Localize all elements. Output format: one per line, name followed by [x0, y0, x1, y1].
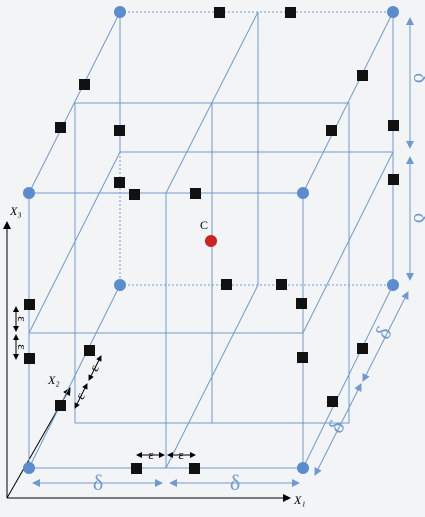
- square-point: [129, 189, 140, 200]
- square-point: [55, 400, 66, 411]
- x2-axis-label: X₂: [47, 373, 60, 387]
- coordinate-axes: X₃ X₁ X₂: [3, 204, 306, 507]
- square-points: [24, 7, 399, 474]
- square-point: [114, 125, 125, 136]
- delta-label: δ: [409, 73, 425, 83]
- square-point: [326, 125, 337, 136]
- vertical-delta-dimensions: δ δ: [406, 17, 425, 281]
- epsilon-label: ε: [86, 362, 102, 374]
- mid-layer-edges: [74, 102, 350, 424]
- square-point: [297, 352, 308, 363]
- center-label: C: [200, 218, 208, 232]
- square-point: [388, 174, 399, 185]
- square-point: [276, 279, 287, 290]
- square-point: [296, 298, 307, 309]
- corner-point: [23, 462, 35, 474]
- right-face-mid-depth: [302, 151, 394, 334]
- square-point: [214, 7, 225, 18]
- top-front-to-back-left: [28, 11, 121, 194]
- delta-label: δ: [93, 470, 103, 495]
- hidden-edges: [119, 11, 393, 286]
- square-point: [24, 299, 35, 310]
- square-point: [357, 70, 368, 81]
- horizontal-epsilon-dimensions: ε ε: [136, 447, 196, 462]
- delta-label: δ: [230, 470, 240, 495]
- corner-point: [23, 187, 35, 199]
- epsilon-label: ε: [178, 447, 184, 462]
- corner-point: [114, 279, 126, 291]
- square-point: [285, 7, 296, 18]
- square-point: [221, 279, 232, 290]
- corner-point: [387, 279, 399, 291]
- epsilon-dimension-line: [88, 355, 102, 381]
- square-point: [327, 396, 338, 407]
- square-point: [388, 120, 399, 131]
- square-point: [357, 343, 368, 354]
- horizontal-delta-dimensions: δ δ: [32, 470, 300, 495]
- delta-label: δ: [409, 213, 425, 223]
- epsilon-label: ε: [148, 447, 154, 462]
- center-point-group: C: [200, 218, 217, 247]
- square-point: [190, 188, 201, 199]
- square-point: [24, 353, 35, 364]
- epsilon-label: ε: [15, 344, 30, 350]
- corner-point: [297, 187, 309, 199]
- diagonal-epsilon-dimensions: ε ε: [72, 355, 102, 409]
- right-face-bottom-depth: [302, 284, 394, 469]
- square-point: [189, 463, 200, 474]
- delta-dimension-line: [314, 383, 362, 476]
- bottom-front-to-back-mid: [165, 284, 259, 469]
- center-point: [205, 235, 217, 247]
- square-point: [84, 345, 95, 356]
- square-point: [79, 79, 90, 90]
- corner-points: [23, 6, 399, 474]
- square-point: [131, 463, 142, 474]
- corner-point: [114, 6, 126, 18]
- left-face-mid-depth: [28, 151, 121, 334]
- bottom-front-to-back-left: [28, 284, 121, 469]
- top-front-to-back-right: [302, 11, 394, 194]
- diagonal-delta-dimensions: δ δ: [314, 291, 409, 476]
- corner-point: [297, 462, 309, 474]
- corner-point: [387, 6, 399, 18]
- epsilon-label: ε: [72, 390, 88, 402]
- top-front-to-back-mid: [165, 11, 259, 194]
- square-point: [55, 122, 66, 133]
- x1-axis-label: X₁: [293, 493, 306, 507]
- square-point: [114, 177, 125, 188]
- delta-dimension-line: [362, 291, 409, 382]
- epsilon-label: ε: [15, 316, 30, 322]
- vertical-epsilon-dimensions: ε ε: [13, 306, 30, 360]
- x3-axis-label: X₃: [9, 204, 22, 218]
- epsilon-dimension-line: [74, 383, 88, 409]
